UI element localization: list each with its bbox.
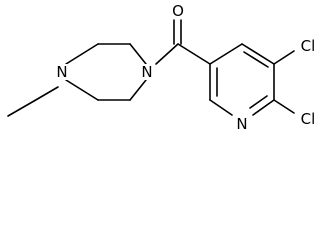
chloro-substituents — [273, 50, 295, 114]
piperazine-ring — [65, 43, 147, 101]
bond-pip-c5-n4 — [65, 79, 99, 101]
atom-cl-upper: Cl — [301, 37, 316, 55]
bond-py-c4-c5-inner — [243, 51, 269, 68]
atom-n-piperazine-ethyl: N — [56, 63, 67, 81]
bond-c5-cl — [273, 50, 295, 65]
chemical-structure-diagram: N N O N Cl Cl — [7, 2, 315, 133]
bond-carbonyl-ring — [177, 43, 211, 65]
bond-n1-carbonyl — [155, 43, 179, 65]
bond-py-n-c2 — [209, 99, 233, 116]
atom-n-pyridine: N — [236, 115, 247, 133]
atom-labels: N N O N Cl Cl — [54, 2, 315, 133]
carbonyl-group — [155, 19, 211, 65]
bond-py-c4-c5 — [241, 43, 275, 65]
bond-py-c3-c4 — [209, 43, 243, 65]
atom-cl-lower: Cl — [301, 110, 316, 128]
bond-pip-n1-c6 — [129, 79, 147, 101]
pyridine-ring — [209, 43, 275, 116]
bond-py-c6-n-inner — [249, 95, 268, 109]
atom-n-piperazine-carbonyl: N — [141, 63, 152, 81]
bond-py-c6-n — [252, 99, 275, 116]
bond-ethyl-ch2-n — [33, 86, 59, 102]
bond-c6-cl — [273, 99, 295, 114]
bond-pip-n4-c3 — [65, 43, 99, 65]
bond-pip-c2-n1 — [129, 43, 147, 65]
bond-ethyl-ch3-ch2 — [7, 100, 35, 117]
atom-o-carbonyl: O — [172, 2, 184, 20]
ethyl-group — [7, 86, 59, 117]
